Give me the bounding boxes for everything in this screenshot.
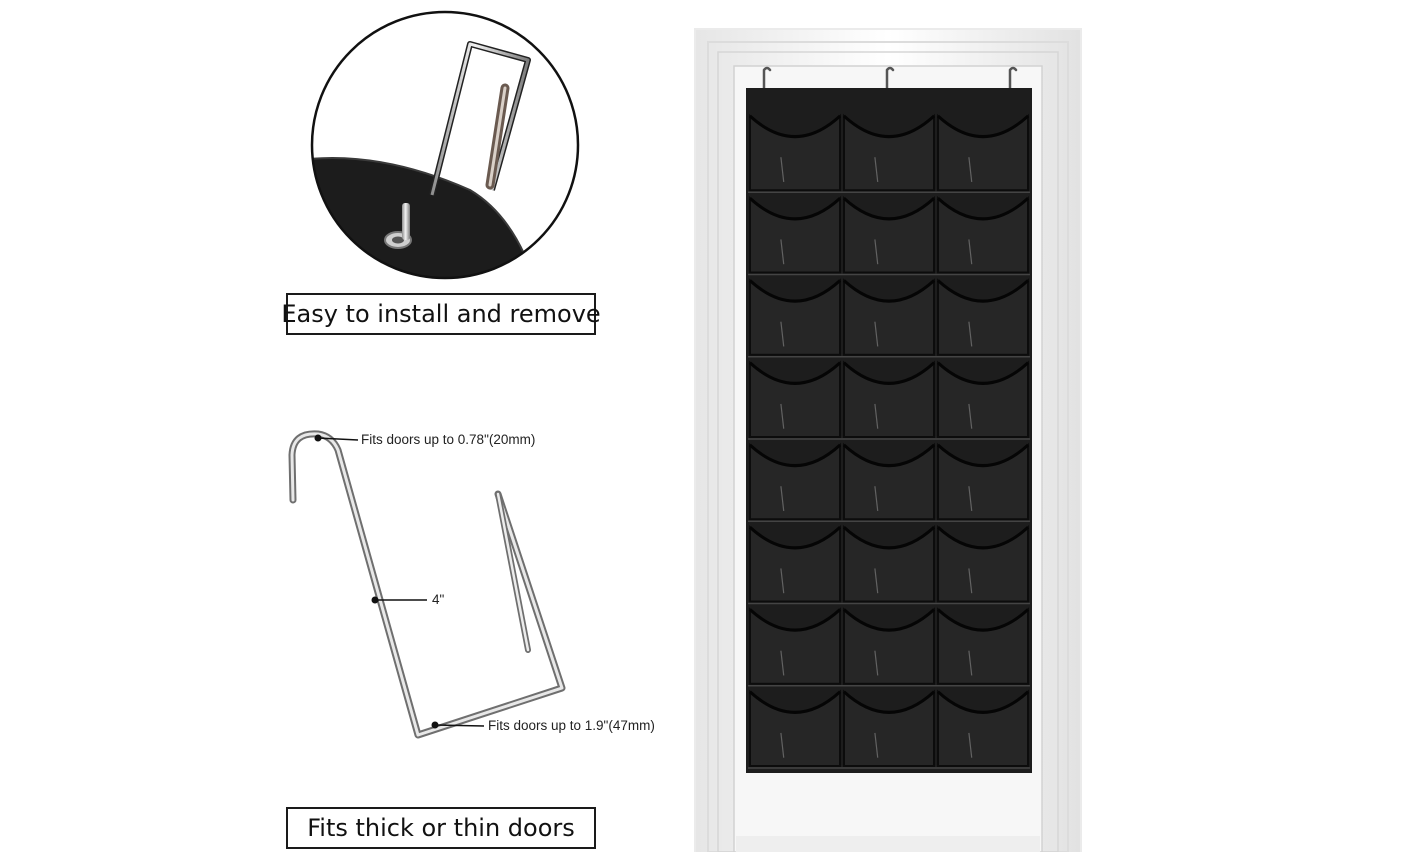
pocket-rim <box>748 279 842 303</box>
pocket-rim <box>748 443 842 467</box>
thin-door-annotation: Fits doors up to 0.78"(20mm) <box>361 432 536 447</box>
pocket-rim <box>842 526 936 550</box>
pocket-rim <box>936 361 1030 385</box>
pocket-shine <box>968 157 973 182</box>
pocket-shine <box>780 403 785 429</box>
doors-caption: Fits thick or thin doors <box>286 807 596 849</box>
pocket-rim <box>842 443 936 467</box>
pocket-shine <box>780 157 785 182</box>
pocket-shine <box>968 568 973 594</box>
pocket-shine <box>874 568 879 594</box>
door-hook <box>1008 66 1018 102</box>
pocket-rim <box>936 608 1030 632</box>
pocket-rim <box>842 690 936 714</box>
pocket-rim <box>842 361 936 385</box>
pocket-rim <box>748 361 842 385</box>
pocket-shine <box>968 403 973 429</box>
pocket-rim <box>748 690 842 714</box>
pocket-shine <box>780 321 785 347</box>
pocket-rim <box>936 114 1030 138</box>
install-caption: Easy to install and remove <box>281 293 601 335</box>
pocket-shine <box>780 239 785 265</box>
pocket-rim <box>936 526 1030 550</box>
pocket-shine <box>968 321 973 347</box>
pocket-shine <box>780 486 785 511</box>
pocket-shine <box>780 568 785 594</box>
pocket-shine <box>968 239 973 265</box>
thick-door-annotation: Fits doors up to 1.9"(47mm) <box>488 718 655 733</box>
door-hook <box>885 66 895 102</box>
pocket-shine <box>968 486 973 511</box>
pocket-rim <box>936 279 1030 303</box>
pocket-rim <box>842 279 936 303</box>
shoe-organizer <box>746 66 1032 773</box>
pocket-rim <box>936 690 1030 714</box>
pocket-shine <box>874 321 879 347</box>
pocket-shine <box>874 157 879 182</box>
pocket-shine <box>874 732 879 758</box>
pocket-rim <box>748 114 842 138</box>
hook-length-annotation: 4" <box>432 592 445 607</box>
pocket-rim <box>748 608 842 632</box>
pocket-rim <box>842 197 936 221</box>
pocket-shine <box>780 732 785 758</box>
hook-diagram <box>288 430 566 739</box>
pocket-shine <box>874 239 879 265</box>
pocket-shine <box>968 650 973 676</box>
pocket-rim <box>936 443 1030 467</box>
door-hook <box>762 66 772 102</box>
pocket-rim <box>748 197 842 221</box>
pocket-shine <box>874 403 879 429</box>
pocket-rim <box>842 608 936 632</box>
pocket-rim <box>936 197 1030 221</box>
pocket-rim <box>842 114 936 138</box>
pocket-shine <box>780 650 785 676</box>
hook-closeup-circle <box>310 10 580 280</box>
pocket-rim <box>748 526 842 550</box>
pocket-shine <box>874 650 879 676</box>
pocket-shine <box>874 486 879 511</box>
pocket-shine <box>968 732 973 758</box>
